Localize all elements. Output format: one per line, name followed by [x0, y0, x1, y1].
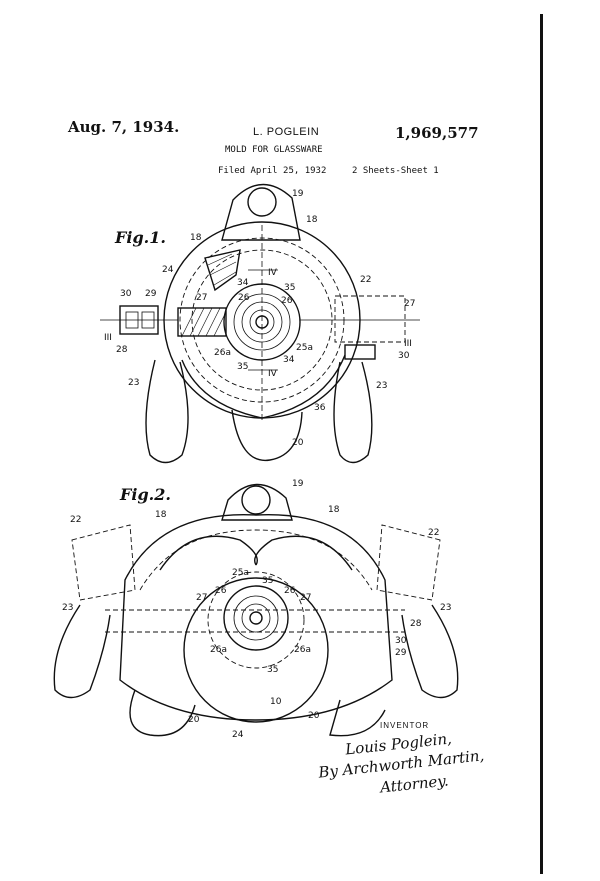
svg-text:23: 23 — [440, 603, 451, 613]
svg-text:III: III — [404, 339, 412, 349]
svg-text:25a: 25a — [296, 343, 313, 353]
svg-text:25a: 25a — [232, 568, 249, 578]
svg-text:22: 22 — [70, 515, 81, 525]
svg-text:III: III — [104, 333, 112, 343]
svg-text:27: 27 — [404, 299, 415, 309]
patent-number: 1,969,577 — [395, 124, 479, 142]
svg-text:26a: 26a — [210, 645, 227, 655]
svg-text:18: 18 — [306, 215, 318, 225]
svg-text:26: 26 — [284, 586, 296, 596]
border-rule — [540, 14, 543, 874]
sheet-count: 2 Sheets-Sheet 1 — [352, 166, 439, 176]
svg-text:23: 23 — [376, 381, 387, 391]
svg-text:10: 10 — [270, 697, 282, 707]
svg-text:29: 29 — [145, 289, 157, 299]
patent-date: Aug. 7, 1934. — [68, 118, 180, 136]
svg-text:18: 18 — [155, 510, 167, 520]
figure-1-label: Fig.1. — [114, 228, 166, 247]
svg-text:27: 27 — [196, 593, 207, 603]
filed-date: Filed April 25, 1932 — [218, 166, 327, 176]
svg-text:22: 22 — [428, 528, 439, 538]
svg-text:24: 24 — [232, 730, 244, 740]
svg-text:26: 26 — [238, 293, 250, 303]
hinge-pin-19 — [241, 485, 271, 515]
svg-text:IV: IV — [268, 268, 278, 278]
svg-text:35: 35 — [237, 362, 248, 372]
svg-text:30: 30 — [395, 636, 407, 646]
svg-text:30: 30 — [398, 351, 410, 361]
svg-text:35: 35 — [267, 665, 278, 675]
svg-text:29: 29 — [395, 648, 407, 658]
inventor-name: L. POGLEIN — [253, 126, 320, 138]
svg-text:20: 20 — [292, 438, 304, 448]
svg-text:20: 20 — [188, 715, 200, 725]
svg-text:26a: 26a — [214, 348, 231, 358]
inventor-label: INVENTOR — [380, 721, 430, 730]
svg-text:35: 35 — [284, 283, 295, 293]
svg-text:34: 34 — [237, 278, 249, 288]
svg-text:23: 23 — [128, 378, 139, 388]
svg-text:28: 28 — [116, 345, 128, 355]
svg-text:IV: IV — [268, 369, 278, 379]
svg-text:18: 18 — [328, 505, 340, 515]
svg-text:30: 30 — [120, 289, 132, 299]
svg-text:26: 26 — [215, 586, 227, 596]
svg-text:26a: 26a — [294, 645, 311, 655]
patent-title: MOLD FOR GLASSWARE — [225, 145, 323, 155]
svg-text:26: 26 — [281, 296, 293, 306]
svg-text:27: 27 — [300, 593, 311, 603]
svg-text:27: 27 — [196, 293, 207, 303]
svg-text:22: 22 — [360, 275, 371, 285]
svg-text:23: 23 — [62, 603, 73, 613]
svg-text:24: 24 — [162, 265, 174, 275]
svg-text:20: 20 — [308, 711, 320, 721]
svg-text:34: 34 — [283, 355, 295, 365]
svg-text:28: 28 — [410, 619, 422, 629]
svg-text:35: 35 — [262, 576, 273, 586]
svg-text:19: 19 — [292, 479, 304, 489]
svg-text:19: 19 — [292, 189, 304, 199]
hinge-pin-19 — [247, 187, 277, 217]
figure-1: 19 18 18 24 22 27 30 29 27 26 34 35 26 I… — [100, 183, 420, 464]
svg-text:18: 18 — [190, 233, 202, 243]
figure-2: 19 18 22 18 22 25a 35 26 26 27 27 23 23 … — [53, 479, 459, 740]
figure-2-label: Fig.2. — [119, 485, 171, 504]
svg-text:36: 36 — [314, 403, 326, 413]
